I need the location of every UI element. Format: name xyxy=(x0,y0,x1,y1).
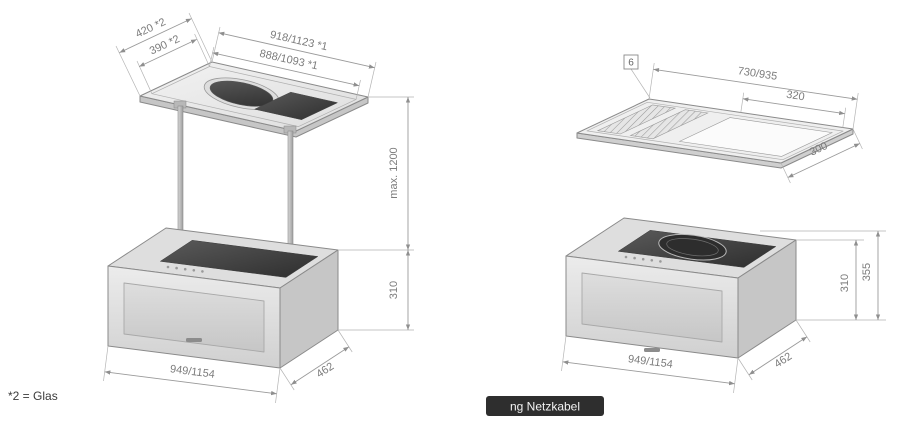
dim-body-depth-right: 462 xyxy=(772,350,794,370)
control-dots xyxy=(166,265,204,273)
right-view: 6 xyxy=(561,54,886,394)
glass-footnote: *2 = Glas xyxy=(8,389,58,403)
left-view: 420 *2 390 *2 918/1123 *1 888/1093 *1 ma… xyxy=(103,12,414,404)
extractor-opening-right xyxy=(658,233,727,261)
cutout-hatch-1 xyxy=(596,104,677,135)
callout-number: 6 xyxy=(628,58,634,69)
extractor-inner-ring-right xyxy=(666,238,719,257)
control-dots-right xyxy=(624,255,662,263)
dim-overall-height: 355 xyxy=(861,263,873,281)
dim-cutout-width: 320 xyxy=(785,89,805,104)
filter-band xyxy=(253,91,339,120)
canopy-panel xyxy=(139,61,369,138)
cutout-hatch-2 xyxy=(629,109,709,140)
callout-box xyxy=(623,54,639,70)
dim-canopy-width-outer: 918/1123 *1 xyxy=(269,29,329,53)
brand-logo xyxy=(186,338,202,342)
dim-canopy-width-inner: 888/1093 *1 xyxy=(258,48,319,73)
dim-body-width-left: 949/1154 xyxy=(169,363,215,381)
cable-note-highlight xyxy=(486,396,604,416)
right-dimensions: 730/935 320 300 355 310 949/1154 462 xyxy=(561,62,886,394)
plate-inner-outline xyxy=(586,101,844,161)
dim-body-depth-left: 462 xyxy=(314,360,336,380)
callout-6: 6 xyxy=(623,54,651,99)
cooktop-glass xyxy=(159,240,319,278)
dim-canopy-depth-outer: 420 *2 xyxy=(134,16,168,40)
dim-body-width-right: 949/1154 xyxy=(627,353,673,371)
footnotes: *2 = Glas ng Netzkabel xyxy=(8,389,604,416)
dim-lift-height: max. 1200 xyxy=(388,147,400,198)
brand-logo-right xyxy=(644,348,660,352)
front-glass-panel-right xyxy=(581,272,723,343)
dim-body-height-right: 310 xyxy=(839,274,851,292)
dim-plate-width: 730/935 xyxy=(737,65,778,83)
dim-body-height-left: 310 xyxy=(388,281,400,299)
cable-note: ng Netzkabel xyxy=(510,400,580,414)
base-body xyxy=(107,227,339,369)
base-body-right xyxy=(565,217,797,359)
front-glass-panel xyxy=(123,282,265,353)
